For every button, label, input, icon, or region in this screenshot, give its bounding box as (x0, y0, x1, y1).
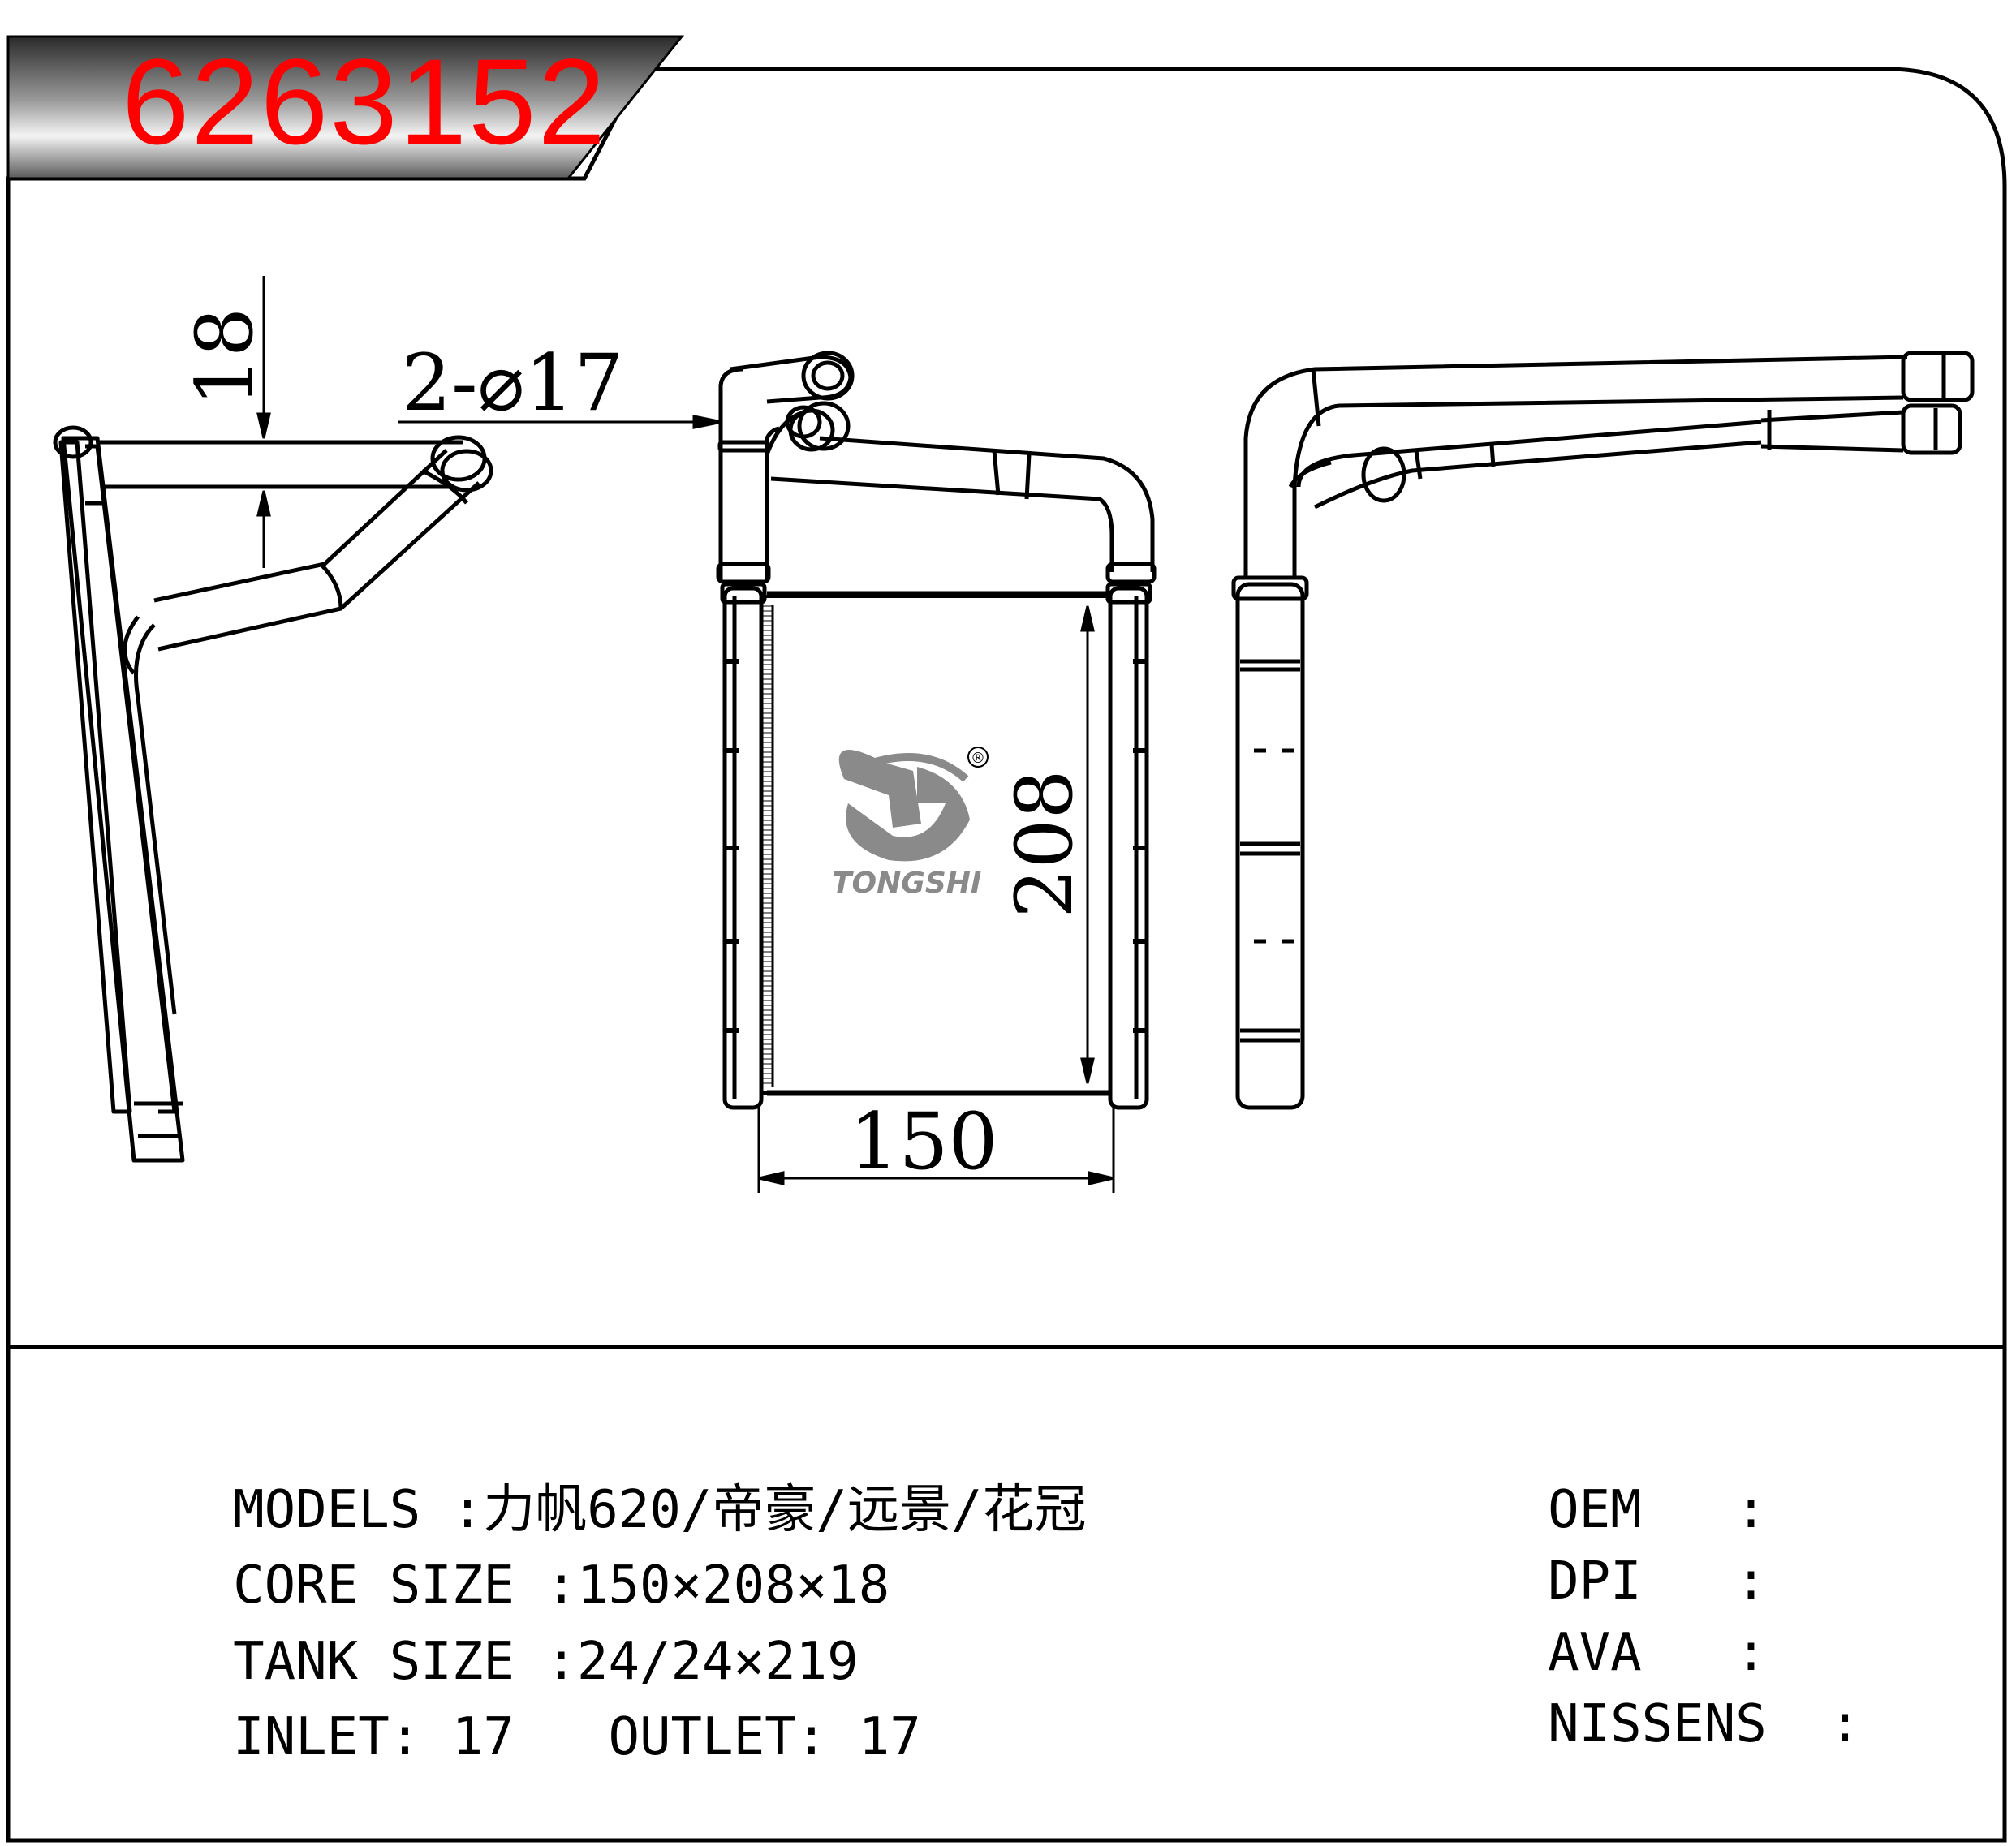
reference-ava: AVA : (1485, 1575, 1767, 1679)
core-size-label: CORE SIZE (233, 1556, 515, 1616)
pipe-diameter-label: 2-⌀17 (402, 338, 623, 428)
models-label: MODELS (233, 1480, 421, 1540)
core-size-row: CORE SIZE :150×208×18 (170, 1508, 890, 1611)
models-row: MODELS :力帆620/帝豪/远景/花冠 (170, 1432, 1086, 1536)
reference-dpi: DPI : (1485, 1504, 1767, 1607)
nissens-label: NISSENS (1548, 1694, 1767, 1754)
side-view-left (53, 425, 493, 1163)
width-label: 150 (849, 1096, 997, 1187)
brand-logo: ® TONGSHI (832, 747, 989, 900)
part-number: 6263152 (122, 33, 607, 170)
height-dimension (1080, 605, 1095, 1084)
tank-size-label: TANK SIZE (233, 1632, 515, 1692)
dpi-label: DPI (1548, 1551, 1642, 1611)
oem-label: OEM (1548, 1480, 1642, 1540)
dpi-value: : (1735, 1551, 1767, 1611)
ava-value: : (1735, 1623, 1767, 1683)
thickness-dimension (256, 276, 271, 568)
brand-name: TONGSHI (832, 867, 981, 900)
reference-nissens: NISSENS : (1485, 1646, 1860, 1750)
front-view (716, 351, 1157, 1110)
inlet-label: INLET: (233, 1707, 421, 1767)
oem-value: : (1735, 1480, 1767, 1540)
nissens-value: : (1829, 1694, 1861, 1754)
models-value: :力帆620/帝豪/远景/花冠 (451, 1480, 1087, 1540)
inlet-outlet-row: INLET: 17 OUTLET: 17 (170, 1659, 921, 1763)
tank-size-row: TANK SIZE :24/24×219 (170, 1584, 859, 1688)
ava-label: AVA (1548, 1623, 1642, 1683)
core-size-value: :150×208×18 (545, 1556, 890, 1616)
side-view-right (1231, 351, 1975, 1110)
registered-mark: ® (971, 750, 985, 767)
outlet-label: OUTLET: (608, 1707, 828, 1767)
height-label: 208 (999, 769, 1090, 918)
outlet-value: 17 (858, 1707, 921, 1767)
width-dimension (757, 1104, 1115, 1193)
thickness-label: 18 (179, 308, 270, 407)
pipe-callout (398, 415, 723, 429)
drawing-frame (6, 67, 2007, 1843)
title-banner (6, 35, 685, 180)
inlet-value: 17 (451, 1707, 515, 1767)
tank-size-value: :24/24×219 (545, 1632, 859, 1692)
reference-oem: OEM : (1485, 1432, 1767, 1536)
